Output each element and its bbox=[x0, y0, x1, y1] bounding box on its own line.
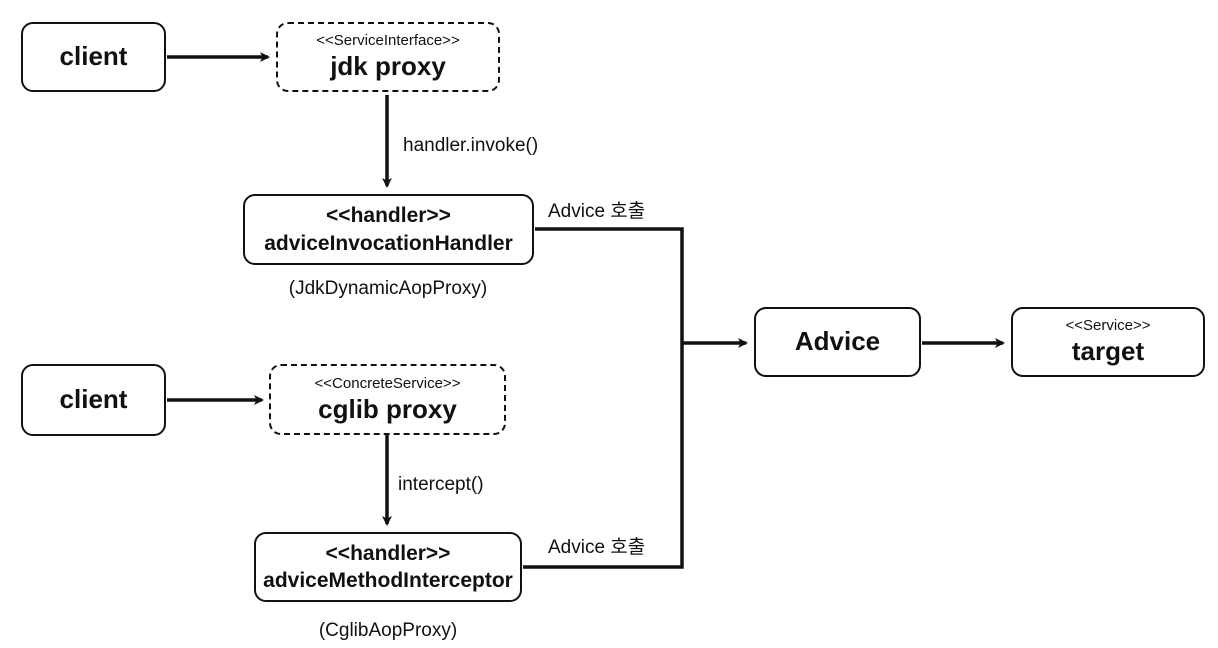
cglib-proxy-stereotype: <<ConcreteService>> bbox=[314, 374, 461, 392]
cglib-proxy-node: <<ConcreteService>> cglib proxy bbox=[269, 364, 506, 435]
top-client-node: client bbox=[21, 22, 166, 92]
method-interceptor-name: adviceMethodInterceptor bbox=[263, 569, 513, 592]
jdk-proxy-name: jdk proxy bbox=[330, 51, 446, 82]
method-interceptor-node: <<handler>> adviceMethodInterceptor bbox=[254, 532, 522, 602]
top-client-label: client bbox=[59, 41, 128, 72]
invocation-handler-caption: (JdkDynamicAopProxy) bbox=[288, 278, 488, 299]
advice-node: Advice bbox=[754, 307, 921, 377]
bottom-client-node: client bbox=[21, 364, 166, 436]
edge-advice-call-bottom-label: Advice 호출 bbox=[548, 537, 646, 558]
target-stereotype: <<Service>> bbox=[1065, 317, 1151, 335]
target-node: <<Service>> target bbox=[1011, 307, 1205, 377]
invocation-handler-stereotype: <<handler>> bbox=[326, 204, 451, 228]
jdk-proxy-stereotype: <<ServiceInterface>> bbox=[316, 32, 460, 50]
method-interceptor-stereotype: <<handler>> bbox=[325, 541, 451, 565]
bottom-client-label: client bbox=[59, 384, 128, 415]
target-name: target bbox=[1071, 336, 1145, 367]
invocation-handler-node: <<handler>> adviceInvocationHandler bbox=[243, 194, 534, 265]
jdk-proxy-node: <<ServiceInterface>> jdk proxy bbox=[276, 22, 500, 92]
edge-intercept-label: intercept() bbox=[398, 474, 484, 495]
cglib-proxy-name: cglib proxy bbox=[318, 393, 457, 424]
edge-advice-call-top-label: Advice 호출 bbox=[548, 201, 646, 222]
invocation-handler-name: adviceInvocationHandler bbox=[264, 231, 513, 255]
method-interceptor-caption: (CglibAopProxy) bbox=[318, 620, 458, 641]
advice-label: Advice bbox=[794, 326, 881, 357]
edge-interceptor-to-advice-bus bbox=[523, 343, 684, 569]
edge-handler-invoke-label: handler.invoke() bbox=[403, 135, 539, 156]
edge-handler-to-advice-bus bbox=[535, 227, 684, 343]
